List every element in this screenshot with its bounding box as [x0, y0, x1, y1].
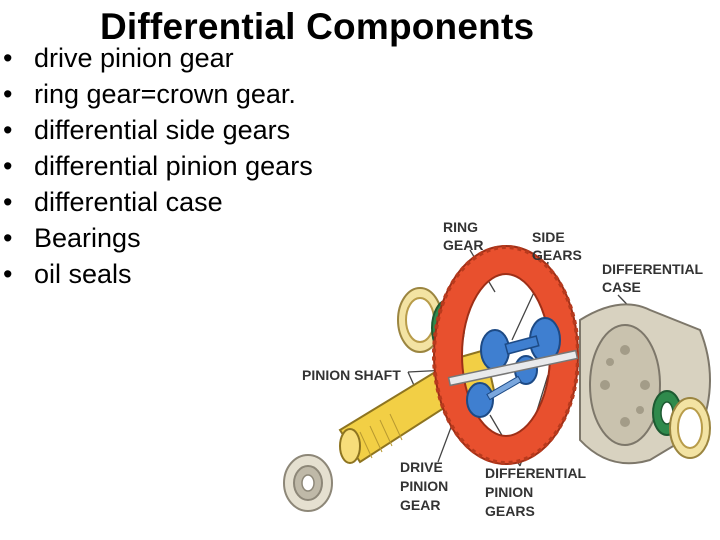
bullet-dot: •	[3, 187, 13, 217]
label-side-gears-line1: SIDE	[532, 229, 565, 245]
side-gears	[480, 317, 561, 371]
bullet-dot: •	[3, 115, 13, 145]
bullet-item: • differential case	[0, 184, 340, 220]
bullet-text: ring gear=crown gear.	[34, 79, 296, 109]
bullet-text: Bearings	[34, 223, 141, 253]
label-drive-pinion-gear-line2: PINION	[400, 478, 448, 494]
differential-exploded-view: RING GEAR SIDE GEARS DIFFERENTIAL CASE P…	[283, 219, 711, 519]
bullet-dot: •	[3, 223, 13, 253]
bullet-item: • Bearings	[0, 220, 340, 256]
bullet-text: differential side gears	[34, 115, 291, 145]
bearing-front	[283, 454, 333, 512]
bullet-dot: •	[3, 79, 13, 109]
bullet-dot: •	[3, 43, 13, 73]
bullet-dot: •	[3, 151, 13, 181]
bullet-text: differential case	[34, 187, 223, 217]
label-pinion-shaft: PINION SHAFT	[302, 367, 401, 383]
label-drive-pinion-gear-line3: GEAR	[400, 497, 440, 513]
differential-pinion-gears	[466, 355, 538, 418]
bullet-item: • drive pinion gear	[0, 40, 340, 76]
bullet-text: drive pinion gear	[34, 43, 234, 73]
label-side-gears-line2: GEARS	[532, 247, 582, 263]
label-differential-pinion-gears-line1: DIFFERENTIAL	[485, 465, 587, 481]
label-ring-gear-line1: RING	[443, 219, 478, 235]
label-drive-pinion-gear-line1: DRIVE	[400, 459, 443, 475]
label-differential-pinion-gears-line3: GEARS	[485, 503, 535, 519]
bullet-text: oil seals	[34, 259, 132, 289]
bullet-text: differential pinion gears	[34, 151, 313, 181]
label-differential-pinion-gears-line2: PINION	[485, 484, 533, 500]
pinion-shaft	[447, 349, 579, 387]
bearing-left	[397, 287, 443, 353]
bullet-list: • drive pinion gear • ring gear=crown gear…	[0, 40, 340, 292]
bullet-dot: •	[3, 259, 13, 289]
bullet-item: • oil seals	[0, 256, 340, 292]
bullet-item: • differential pinion gears	[0, 148, 340, 184]
label-ring-gear-line2: GEAR	[443, 237, 483, 253]
bullet-item: • differential side gears	[0, 112, 340, 148]
bearing-right	[669, 397, 711, 459]
bullet-item: • ring gear=crown gear.	[0, 76, 340, 112]
differential-diagram: RING GEAR SIDE GEARS DIFFERENTIAL CASE P…	[280, 200, 720, 540]
slide-title: Differential Components	[100, 6, 535, 47]
label-differential-case-line2: CASE	[602, 279, 641, 295]
label-differential-case-line1: DIFFERENTIAL	[602, 261, 704, 277]
